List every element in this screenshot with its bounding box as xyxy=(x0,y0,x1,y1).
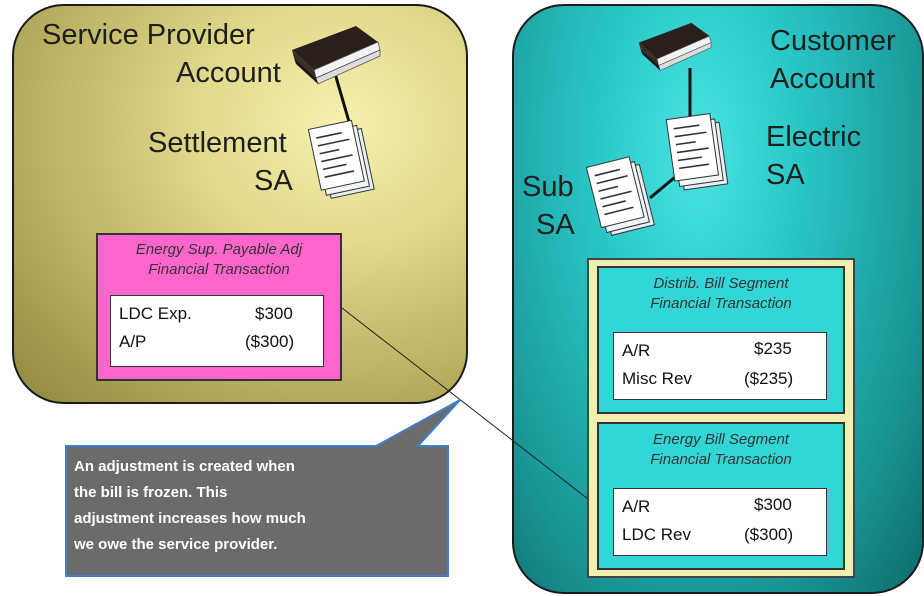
callout-line: we owe the service provider. xyxy=(74,536,278,553)
ft-title: Distrib. Bill Segment xyxy=(653,275,789,292)
energy-bill-segment-ft: Energy Bill Segment Financial Transactio… xyxy=(597,422,845,570)
ft-line-label: A/R xyxy=(622,497,651,516)
callout-line: An adjustment is created when xyxy=(74,458,295,475)
ft-title: Energy Sup. Payable Adj xyxy=(135,241,303,258)
link-ap-to-energy-ft xyxy=(341,307,598,507)
ft-line-amount: ($300) xyxy=(245,332,295,351)
callout-text: An adjustment is created when the bill i… xyxy=(74,454,442,558)
ft-line-label: LDC Rev xyxy=(622,525,691,544)
electric-sa-label: Electric xyxy=(766,121,862,153)
ft-line-label: Misc Rev xyxy=(622,369,692,388)
callout-bubble xyxy=(65,399,461,577)
ft-line-label: A/R xyxy=(622,341,651,360)
service-provider-title: Service Provider xyxy=(42,19,255,51)
settlement-sa-label-line2: SA xyxy=(254,165,293,197)
ft-title: Energy Bill Segment xyxy=(653,431,789,448)
ft-line-label: A/P xyxy=(119,332,147,351)
callout-line: adjustment increases how much xyxy=(74,510,306,527)
distrib-bill-segment-ft: Distrib. Bill Segment Financial Transact… xyxy=(597,266,845,414)
sub-sa-label: Sub xyxy=(522,171,574,203)
ft-line-amount: ($235) xyxy=(744,369,794,388)
ft-subtitle: Financial Transaction xyxy=(650,295,792,312)
ft-subtitle: Financial Transaction xyxy=(650,451,792,468)
document-stack-icon xyxy=(307,119,375,199)
electric-sa-label-line2: SA xyxy=(766,159,805,191)
ft-line-label: LDC Exp. xyxy=(119,304,192,323)
customer-account-title-line2: Account xyxy=(770,63,875,95)
ft-line-amount: $300 xyxy=(255,304,293,323)
ft-line-amount: $235 xyxy=(754,339,792,358)
callout-line: the bill is frozen. This xyxy=(74,484,228,501)
energy-sup-payable-adj-ft: Energy Sup. Payable Adj Financial Transa… xyxy=(96,233,342,381)
sub-sa-label-line2: SA xyxy=(536,209,575,241)
document-stack-icon xyxy=(585,156,655,236)
document-stack-icon xyxy=(665,113,729,191)
ft-line-amount: $300 xyxy=(754,495,792,514)
ft-subtitle: Financial Transaction xyxy=(148,261,290,278)
ledger-book-icon xyxy=(292,26,381,85)
settlement-sa-label: Settlement xyxy=(148,127,287,159)
ledger-book-icon xyxy=(638,22,712,71)
ft-line-amount: ($300) xyxy=(744,525,794,544)
ft-lines: A/R $300 LDC Rev ($300) xyxy=(613,488,827,556)
service-provider-title-line2: Account xyxy=(176,57,281,89)
ft-lines: A/R $235 Misc Rev ($235) xyxy=(613,332,827,400)
customer-account-title: Customer xyxy=(770,25,896,57)
ft-lines: LDC Exp. $300 A/P ($300) xyxy=(110,295,324,367)
